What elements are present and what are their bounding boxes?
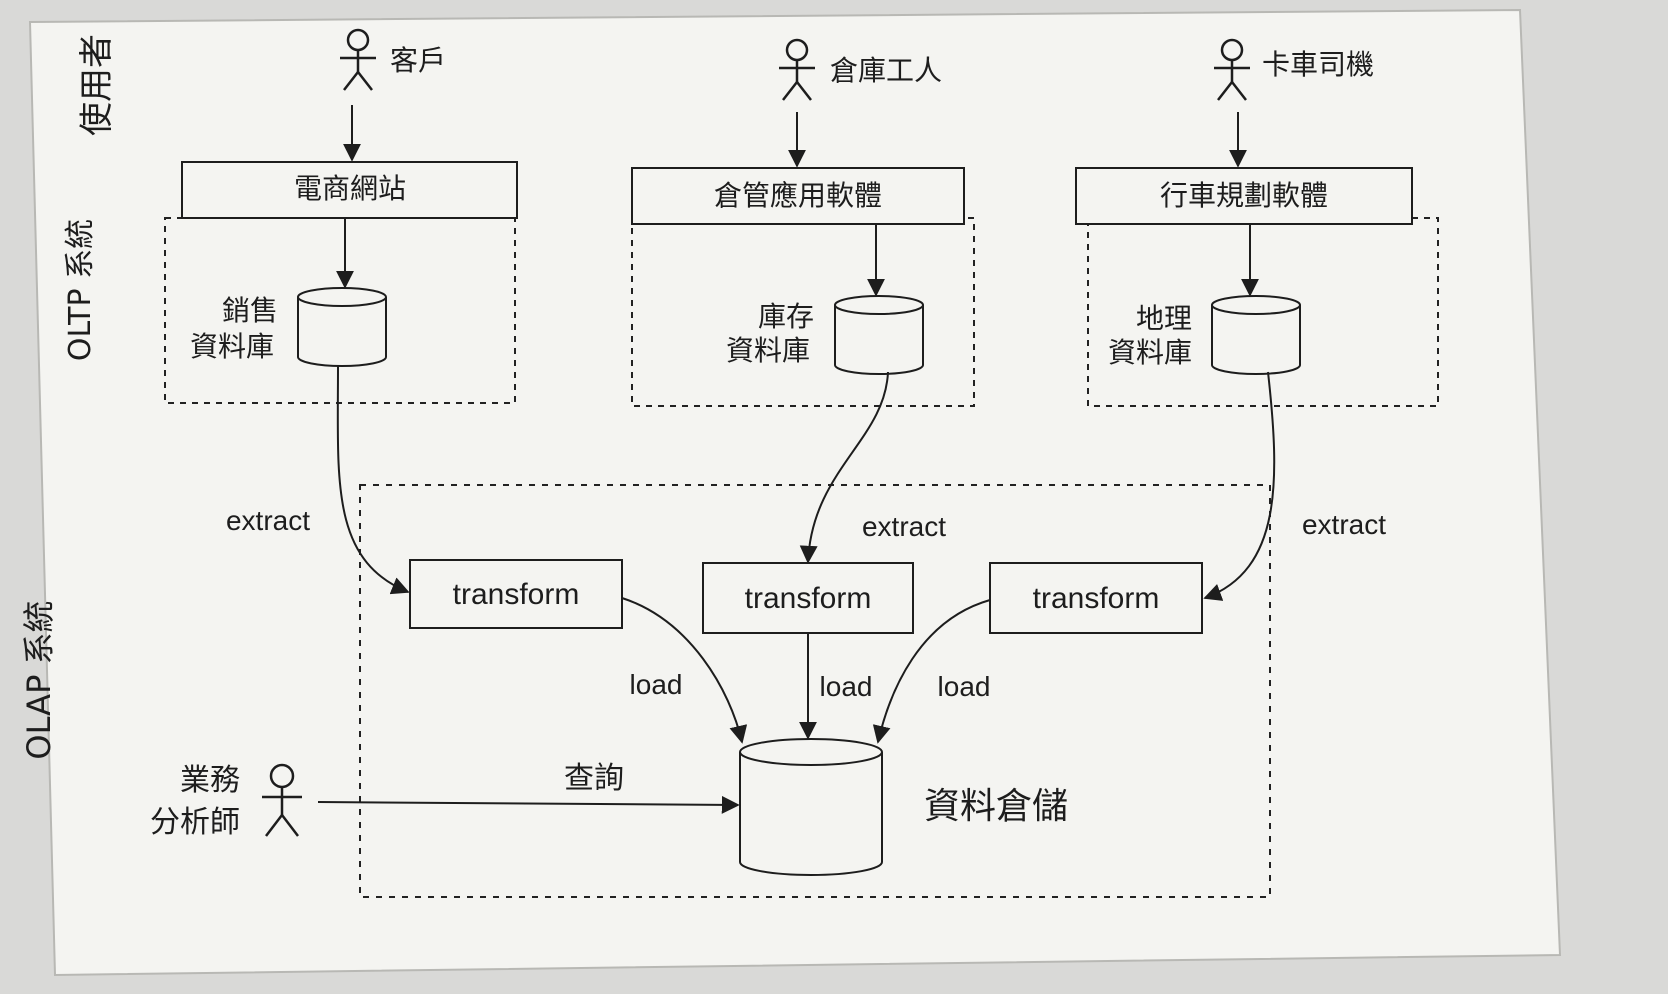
query-label: 查詢 xyxy=(564,761,624,796)
warehouse-worker-person-icon xyxy=(779,38,815,101)
olap-label: OLAP 系統 xyxy=(20,600,58,759)
ecommerce-app-label: 電商網站 xyxy=(294,172,406,205)
business-analyst-label-line2: 分析師 xyxy=(150,805,240,840)
ecommerce-app-box xyxy=(181,161,518,219)
extract-arrow-sales xyxy=(336,365,410,595)
route-app-label: 行車規劃軟體 xyxy=(1160,179,1328,212)
business-analyst-label-line1: 業務 xyxy=(180,763,240,798)
customer-person-icon xyxy=(340,28,376,91)
load-label-middle: load xyxy=(820,671,873,702)
paper-page xyxy=(28,8,1562,977)
load-label-left: load xyxy=(630,669,683,700)
sales-db-label-line2: 資料庫 xyxy=(190,330,274,363)
transform-label-left: transform xyxy=(453,578,580,611)
inventory-db-label-line2: 資料庫 xyxy=(726,334,810,367)
load-label-right: load xyxy=(938,671,991,702)
transform-label-middle: transform xyxy=(745,582,872,615)
truck-driver-person-icon xyxy=(1214,38,1250,101)
data-warehouse-database-icon xyxy=(739,738,883,876)
query-arrow xyxy=(317,795,740,814)
warehouse-app-box xyxy=(631,167,965,225)
users-label: 使用者 xyxy=(77,34,117,136)
customer-label: 客戶 xyxy=(390,44,446,77)
sales-db-label-line1: 銷售 xyxy=(222,294,278,327)
oltp-boundary-route xyxy=(1087,217,1439,407)
business-analyst-person-icon xyxy=(262,763,302,837)
data-warehouse-label: 資料倉儲 xyxy=(924,786,1068,827)
extract-label-middle: extract xyxy=(862,511,946,542)
load-arrow-right xyxy=(872,599,991,744)
warehouse-worker-label: 倉庫工人 xyxy=(830,54,942,87)
warehouse-app-label: 倉管應用軟體 xyxy=(714,179,882,212)
extract-arrow-geo xyxy=(1203,371,1276,601)
truck-driver-label: 卡車司機 xyxy=(1262,48,1374,81)
extract-label-left: extract xyxy=(226,505,310,536)
oltp-boundary-ecommerce xyxy=(164,217,516,404)
extract-label-right: extract xyxy=(1302,509,1386,540)
geo-db-label-line2: 資料庫 xyxy=(1108,336,1192,369)
transform-label-right: transform xyxy=(1033,582,1160,615)
inventory-db-label-line1: 庫存 xyxy=(758,300,814,333)
route-app-box xyxy=(1075,167,1413,225)
load-arrow-left xyxy=(621,597,748,744)
geo-db-label-line1: 地理 xyxy=(1136,302,1192,335)
olap-boundary xyxy=(359,484,1271,898)
geo-database-icon xyxy=(1211,295,1301,375)
transform-box-right xyxy=(989,562,1203,634)
sales-database-icon xyxy=(297,287,387,367)
extract-arrow-inventory xyxy=(799,371,889,564)
oltp-label: OLTP 系統 xyxy=(63,219,98,361)
transform-box-left xyxy=(409,559,623,629)
inventory-database-icon xyxy=(834,295,924,375)
